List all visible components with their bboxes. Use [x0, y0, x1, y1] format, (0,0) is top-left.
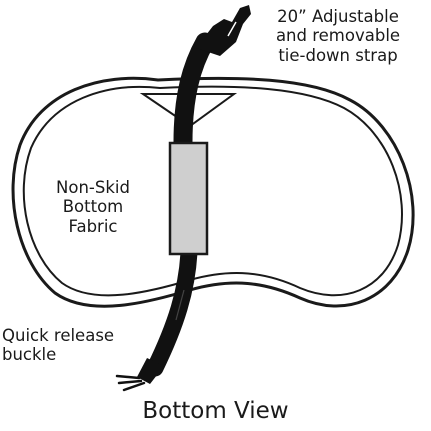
buckle-label: Quick release buckle	[2, 326, 114, 365]
quick-release-buckle	[115, 358, 164, 392]
buckle-prong-1	[115, 374, 141, 380]
strap-buckle-block	[168, 141, 209, 256]
strap-twist-mark	[175, 289, 185, 321]
buckle-label-line-2: buckle	[2, 345, 57, 365]
cushion-inner-outline	[22, 85, 403, 297]
tie-down-strap-lower	[146, 243, 198, 377]
fabric-label: Non-Skid Bottom Fabric	[30, 178, 156, 236]
strap-label-line-3: tie-down strap	[278, 45, 398, 65]
strap-label: 20” Adjustable and removable tie-down st…	[252, 7, 424, 65]
buckle-body	[137, 358, 164, 384]
strap-end-highlight	[227, 21, 237, 37]
fabric-label-line-2: Bottom	[62, 197, 124, 217]
buckle-label-line-1: Quick release	[2, 326, 115, 345]
tie-down-strap-upper	[173, 32, 215, 152]
fabric-label-line-1: Non-Skid	[56, 178, 130, 197]
buckle-prong-2	[117, 379, 143, 385]
buckle-prong-3	[122, 381, 146, 392]
fabric-label-line-3: Fabric	[68, 216, 118, 236]
view-title: Bottom View	[142, 398, 289, 424]
cushion-outer-outline	[11, 76, 415, 308]
strap-label-line-2: and removable	[275, 26, 401, 46]
strap-end	[196, 5, 251, 56]
strap-label-line-1: 20” Adjustable	[277, 7, 399, 26]
